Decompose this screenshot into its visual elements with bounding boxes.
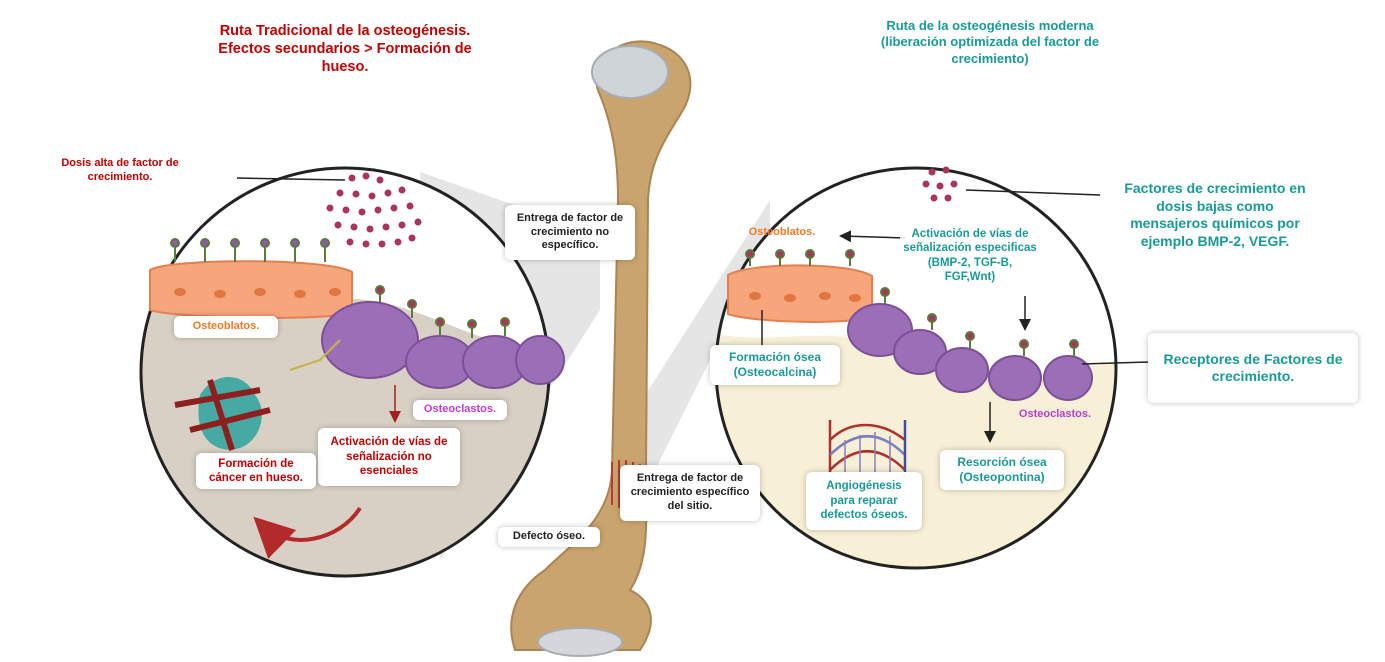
resorption-line-1: Resorción ósea: [957, 455, 1046, 470]
angiogenesis-line-3: defectos óseos.: [821, 508, 908, 522]
specific-pathways-line-4: FGF,Wnt): [900, 270, 1040, 284]
left-title-line-3: hueso.: [180, 58, 510, 76]
left-osteoblasts: [150, 261, 352, 318]
high-dose-label: Dosis alta de factor de crecimiento.: [10, 148, 230, 194]
nonspecific-line-2: crecimiento no: [517, 226, 623, 240]
left-osteoclasts-text: Osteoclastos.: [424, 403, 496, 417]
bone-formation-label: Formación ósea (Osteocalcina): [710, 345, 840, 385]
specific-delivery-label: Entrega de factor de crecimiento específ…: [620, 465, 760, 521]
nonspecific-delivery-label: Entrega de factor de crecimiento no espe…: [505, 205, 635, 260]
nonspecific-line-3: específico.: [517, 239, 623, 253]
bone-defect-label: Defecto óseo.: [498, 527, 600, 547]
bone-formation-line-1: Formación ósea: [729, 350, 821, 365]
specific-pathways-line-1: Activación de vías de: [900, 227, 1040, 241]
nonessential-line-1: Activación de vías de: [331, 435, 448, 449]
specific-line-1: Entrega de factor de: [631, 472, 750, 486]
left-osteoblasts-text: Osteoblatos.: [193, 320, 260, 334]
left-osteoblasts-label: Osteoblatos.: [174, 316, 278, 338]
low-dose-line-2: dosis bajas como: [1100, 198, 1330, 216]
specific-line-3: del sitio.: [631, 500, 750, 514]
right-osteoblasts: [728, 265, 872, 322]
right-osteoblasts-text: Osteoblatos.: [749, 226, 816, 238]
bone-formation-line-2: (Osteocalcina): [729, 365, 821, 380]
right-title-line-1: Ruta de la osteogénesis moderna: [830, 18, 1150, 34]
receptors-label: Receptores de Factores de crecimiento.: [1148, 333, 1358, 403]
nonessential-line-2: señalización no: [331, 450, 448, 464]
cancer-line-1: Formación de: [209, 457, 303, 471]
specific-pathways-line-3: (BMP-2, TGF-B,: [900, 256, 1040, 270]
resorption-line-2: (Osteopontina): [957, 470, 1046, 485]
right-osteoclasts-label: Osteoclastos.: [1010, 408, 1100, 422]
low-dose-line-3: mensajeros químicos por: [1100, 215, 1330, 233]
receptors-line-1: Receptores de Factores de: [1164, 351, 1343, 369]
specific-pathways-label: Activación de vías de señalización espec…: [900, 227, 1040, 285]
angiogenesis-line-1: Angiogénesis: [821, 479, 908, 493]
receptors-line-2: crecimiento.: [1164, 368, 1343, 386]
right-title-line-2: (liberación optimizada del factor de: [830, 34, 1150, 50]
cancer-label: Formación de cáncer en hueso.: [196, 453, 316, 489]
specific-line-2: crecimiento específico: [631, 486, 750, 500]
nonessential-line-3: esenciales: [331, 464, 448, 478]
low-dose-line-1: Factores de crecimiento en: [1100, 180, 1330, 198]
cancer-line-2: cáncer en hueso.: [209, 471, 303, 485]
right-osteoclasts-text: Osteoclastos.: [1019, 408, 1091, 420]
angiogenesis-line-2: para reparar: [821, 494, 908, 508]
right-panel-title: Ruta de la osteogénesis moderna (liberac…: [830, 18, 1150, 67]
left-title-line-1: Ruta Tradicional de la osteogénesis.: [180, 22, 510, 40]
angiogenesis-label: Angiogénesis para reparar defectos óseos…: [806, 472, 922, 530]
low-dose-line-4: ejemplo BMP-2, VEGF.: [1100, 233, 1330, 251]
right-osteoblasts-label: Osteoblatos.: [732, 226, 832, 240]
specific-pathways-line-2: señalización especificas: [900, 241, 1040, 255]
right-title-line-3: crecimiento): [830, 51, 1150, 67]
left-panel-title: Ruta Tradicional de la osteogénesis. Efe…: [180, 22, 510, 76]
left-title-line-2: Efectos secundarios > Formación de: [180, 40, 510, 58]
high-dose-line-2: crecimiento.: [61, 171, 178, 185]
nonspecific-line-1: Entrega de factor de: [517, 212, 623, 226]
bone-defect-text: Defecto óseo.: [513, 530, 585, 544]
nonessential-pathways-label: Activación de vías de señalización no es…: [318, 428, 460, 486]
high-dose-line-1: Dosis alta de factor de: [61, 157, 178, 171]
resorption-label: Resorción ósea (Osteopontina): [940, 450, 1064, 490]
low-dose-label: Factores de crecimiento en dosis bajas c…: [1100, 180, 1330, 250]
left-osteoclasts-label: Osteoclastos.: [413, 400, 507, 420]
